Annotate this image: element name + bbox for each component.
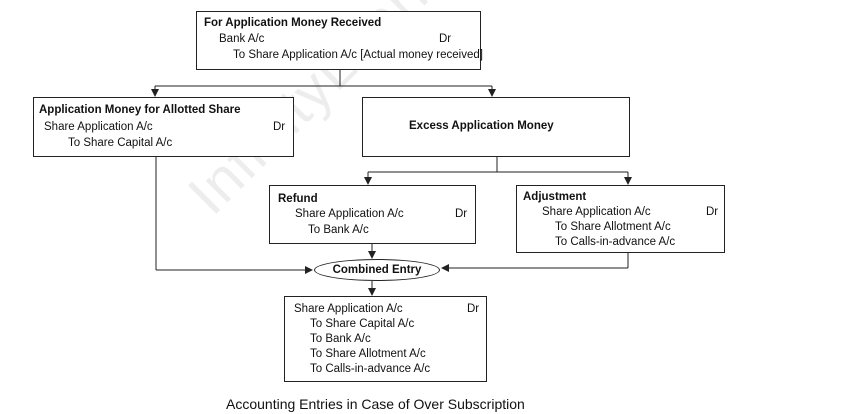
credit-entry: To Share Allotment A/c	[555, 221, 671, 233]
credit-entry: To Share Allotment A/c	[310, 348, 426, 360]
adjustment-box: Adjustment Share Application A/c Dr To S…	[516, 185, 725, 253]
box-title: Application Money for Allotted Share	[39, 104, 241, 116]
figure-caption: Accounting Entries in Case of Over Subsc…	[226, 396, 525, 412]
box-title: Refund	[278, 193, 318, 205]
box-title: Adjustment	[523, 191, 587, 203]
credit-entry: To Bank A/c	[310, 333, 371, 345]
dr-label: Dr	[455, 208, 468, 220]
box-title: For Application Money Received	[204, 17, 382, 29]
combined-entry-box: Share Application A/c Dr To Share Capita…	[284, 296, 487, 382]
allotted-share-box: Application Money for Allotted Share Sha…	[33, 97, 294, 157]
credit-entry: To Share Application A/c [Actual money r…	[233, 49, 483, 61]
credit-entry: To Share Capital A/c	[310, 318, 415, 330]
excess-application-money-box: Excess Application Money	[362, 97, 630, 157]
dr-label: Dr	[439, 33, 452, 45]
refund-box: Refund Share Application A/c Dr To Bank …	[269, 185, 476, 244]
combined-entry-label: Combined Entry	[314, 259, 440, 281]
debit-entry: Share Application A/c	[542, 206, 651, 218]
debit-entry: Share Application A/c	[295, 208, 404, 220]
dr-label: Dr	[706, 206, 719, 218]
credit-entry: To Bank A/c	[308, 224, 369, 236]
dr-label: Dr	[273, 121, 286, 133]
box-title: Excess Application Money	[409, 120, 554, 132]
application-money-received-box: For Application Money Received Bank A/c …	[196, 11, 483, 70]
dr-label: Dr	[467, 303, 480, 315]
credit-entry: To Calls-in-advance A/c	[310, 363, 431, 375]
debit-entry: Share Application A/c	[294, 303, 403, 315]
debit-entry: Share Application A/c	[44, 121, 153, 133]
credit-entry: To Share Capital A/c	[68, 137, 173, 149]
debit-entry: Bank A/c	[219, 33, 265, 45]
credit-entry: To Calls-in-advance A/c	[555, 236, 676, 248]
